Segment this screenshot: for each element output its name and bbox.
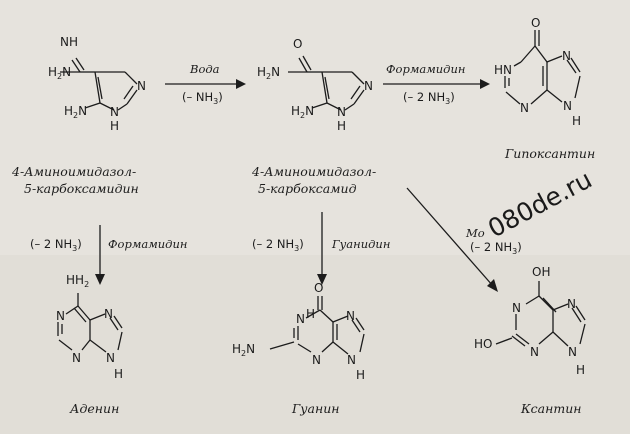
- reagent-diagonal: Мо: [465, 226, 485, 240]
- atom-h: H: [337, 119, 346, 133]
- atom-n: N: [568, 345, 577, 359]
- atom-h: H: [576, 363, 585, 377]
- label-xanthine: Ксантин: [520, 401, 582, 416]
- arrow-to-adenine-head: [95, 274, 105, 285]
- atom-o: O: [314, 281, 323, 295]
- atom-n: N: [72, 351, 81, 365]
- label-guanine: Гуанин: [291, 401, 340, 416]
- atom-o: O: [531, 16, 540, 30]
- arrow-to-guanine-head: [317, 274, 327, 285]
- atom-n: N: [104, 307, 113, 321]
- reagent-minus-2nh3-mid: (– 2 NH3): [252, 237, 304, 253]
- atom-n-ring: N: [337, 105, 346, 119]
- arrow-to-xanthine: [406, 187, 494, 287]
- atom-h: H: [110, 119, 119, 133]
- reagent-formamidine-left: Формамидин: [108, 237, 187, 251]
- label-compound1-line1: 4-Аминоимидазол-: [11, 164, 136, 179]
- reagent-guanidine: Гуанидин: [331, 237, 390, 251]
- atom-n: N: [530, 345, 539, 359]
- atom-h2n: H2N: [257, 65, 280, 81]
- atom-n: N: [562, 49, 571, 63]
- atom-n: N: [56, 309, 65, 323]
- atom-h: H: [306, 307, 315, 321]
- compound-aminoimidazole-carboxamide: O H2N N H2N N H: [257, 37, 373, 133]
- reagent-minus-2nh3-top: (– 2 NH3): [403, 90, 455, 106]
- atom-h2n: H2N: [232, 342, 255, 358]
- reagent-water: Вода: [189, 62, 220, 76]
- atom-n: N: [563, 99, 572, 113]
- atom-h: H: [494, 63, 503, 77]
- atom-n-ring: N: [110, 105, 119, 119]
- atom-nh: NH: [60, 35, 78, 49]
- atom-h2n: H2N: [48, 65, 71, 81]
- compound-aminoimidazole-carboxamidine: NH H2N N H2N N H: [48, 35, 146, 133]
- arrow-to-xanthine-head: [487, 279, 498, 292]
- atom-h: H: [572, 114, 581, 128]
- compound-guanine: O N N N N H H2N H: [232, 281, 365, 382]
- atom-n: N: [503, 63, 512, 77]
- arrow-to-hypoxanthine-head: [480, 79, 490, 89]
- compound-adenine: HH2 N N N N H: [56, 273, 123, 381]
- atom-oh: OH: [532, 265, 550, 279]
- atom-n: N: [520, 101, 529, 115]
- label-compound1-line2: 5-карбоксамидин: [24, 181, 139, 196]
- atom-n: N: [364, 79, 373, 93]
- atom-n: N: [512, 301, 521, 315]
- label-compound2-line1: 4-Аминоимидазол-: [251, 164, 376, 179]
- atom-h: H: [356, 368, 365, 382]
- atom-n: N: [312, 353, 321, 367]
- reagent-minus-nh3: (– NH3): [182, 90, 223, 106]
- atom-n: N: [106, 351, 115, 365]
- atom-h2n-amino: H2N: [291, 104, 314, 120]
- compound-xanthine: OH N N N N H HO: [474, 265, 586, 377]
- atom-n: N: [137, 79, 146, 93]
- reagent-formamidine-top: Формамидин: [386, 62, 465, 76]
- atom-n: N: [567, 297, 576, 311]
- atom-h: H: [114, 367, 123, 381]
- atom-n: N: [296, 312, 305, 326]
- label-adenine: Аденин: [69, 401, 119, 416]
- atom-ho: HO: [474, 337, 492, 351]
- reagent-minus-2nh3-diag: (– 2 NH3): [470, 240, 522, 256]
- label-hypoxanthine: Гипоксантин: [504, 146, 595, 161]
- atom-nh2: HH2: [66, 273, 89, 289]
- atom-n: N: [347, 353, 356, 367]
- label-compound2-line2: 5-карбоксамид: [258, 181, 357, 196]
- arrow-hydrolysis-head: [236, 79, 246, 89]
- atom-o: O: [293, 37, 302, 51]
- atom-h2n-amino: H2N: [64, 104, 87, 120]
- atom-n: N: [346, 309, 355, 323]
- reagent-minus-2nh3-left: (– 2 NH3): [30, 237, 82, 253]
- compound-hypoxanthine: O N N N N H H: [494, 16, 581, 128]
